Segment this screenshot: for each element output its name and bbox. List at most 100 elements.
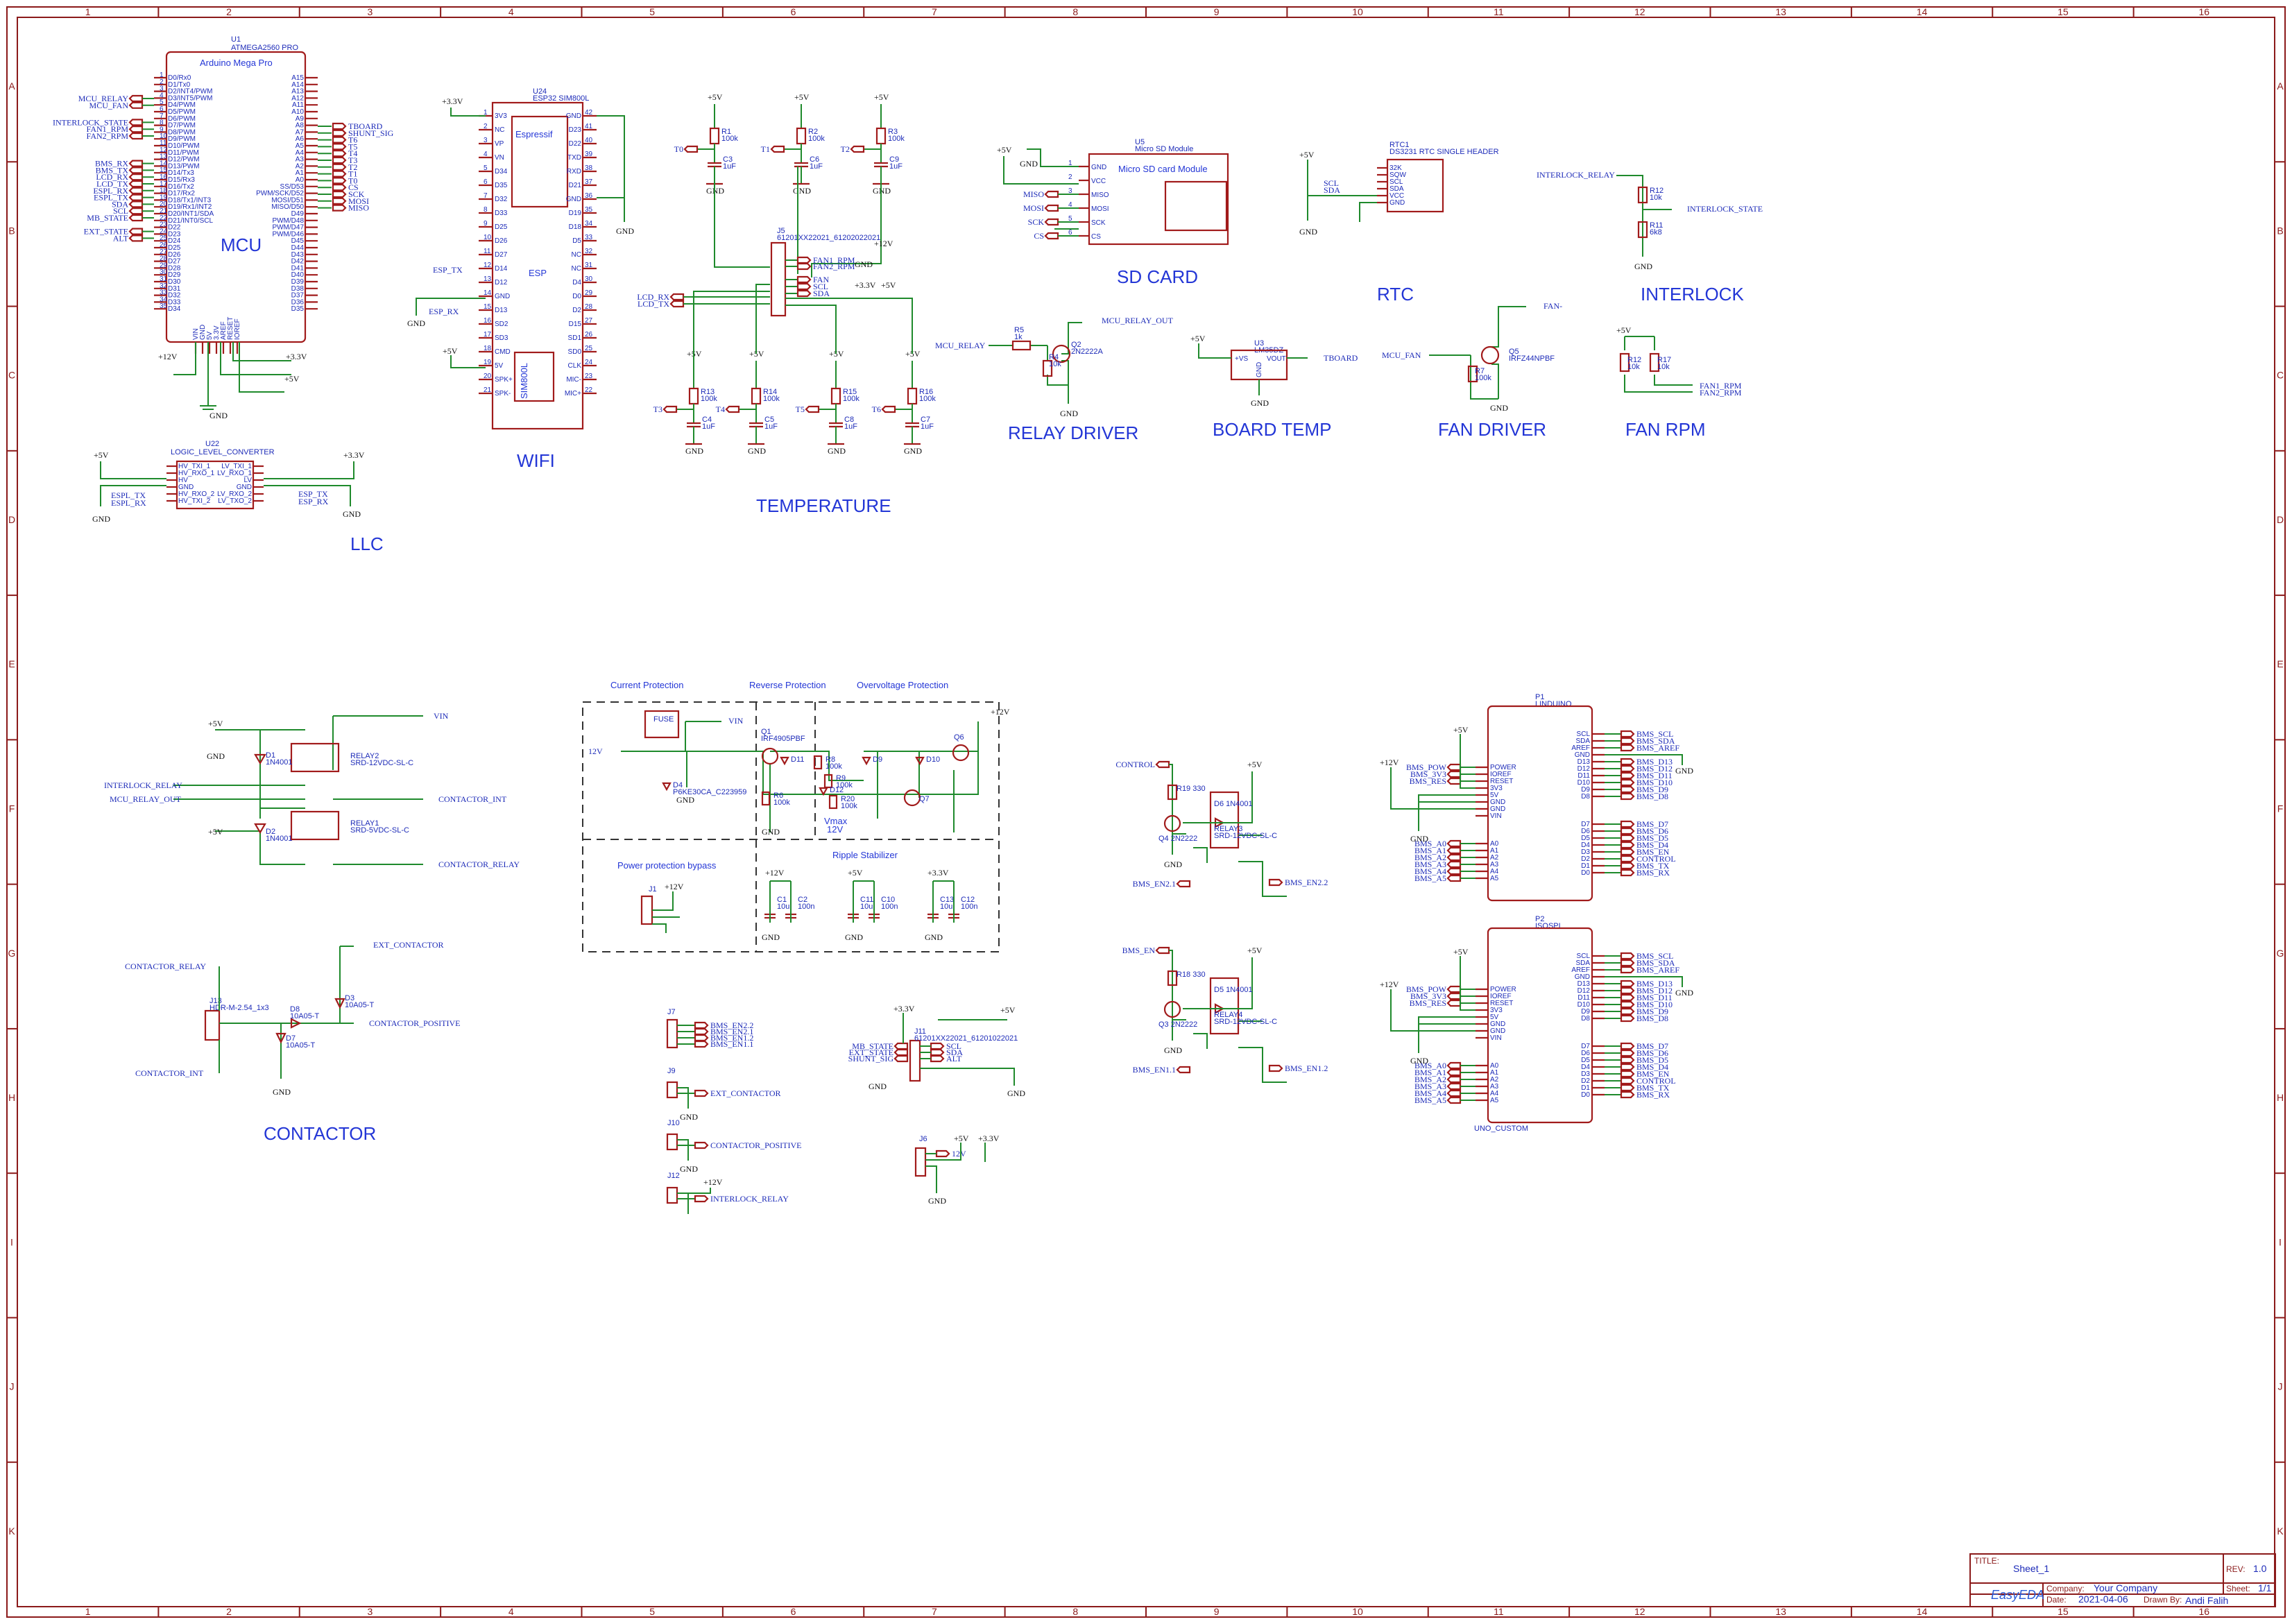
wifi-pin-left[interactable]: SD2	[495, 320, 508, 328]
mcu-net-t2[interactable]: T2	[332, 162, 357, 172]
mcu-pin-bottom[interactable]: RESET	[227, 317, 234, 340]
header-net-left[interactable]: BMS_A5	[1414, 1095, 1462, 1105]
wifi-pin-right[interactable]: MIC+	[565, 390, 581, 398]
header-net-right[interactable]: BMS_RX	[1620, 1090, 1670, 1100]
fan-driver-r7[interactable]	[1467, 365, 1478, 383]
mcu-pin-left[interactable]: D6/PWM	[168, 115, 196, 123]
llc-pin-left[interactable]: HV_RXO_2	[178, 490, 215, 498]
mcu-pin-right[interactable]: A3	[296, 156, 305, 164]
mcu-pin-right[interactable]: A0	[296, 176, 305, 184]
wifi-pin-right[interactable]: SD0	[568, 348, 582, 356]
wifi-pin-left[interactable]: D25	[495, 223, 508, 231]
wifi-pin-right[interactable]: D5	[572, 237, 581, 245]
header-pin-right[interactable]: D4	[1581, 841, 1590, 849]
mcu-pin-right[interactable]: A9	[296, 115, 305, 123]
protection-q6[interactable]	[952, 744, 970, 762]
header-net-left[interactable]: BMS_A2	[1414, 853, 1462, 862]
mcu-pin-left[interactable]: D1/Tx0	[168, 81, 191, 89]
header-net-right[interactable]: BMS_D13	[1620, 757, 1673, 767]
mcu-net-espl-rx[interactable]: ESPL_RX	[93, 186, 144, 196]
header-body[interactable]	[1487, 705, 1593, 902]
connector-net-12v[interactable]: 12V	[935, 1149, 966, 1159]
mcu-pin-right[interactable]: A4	[296, 149, 305, 157]
sd-pin[interactable]: VCC	[1091, 178, 1106, 185]
contactor-relay1[interactable]	[290, 810, 340, 841]
header-net-right[interactable]: BMS_D6	[1620, 1048, 1668, 1058]
wifi-pin-right[interactable]: D15	[569, 320, 582, 328]
header-pin-left[interactable]: GND	[1490, 805, 1505, 813]
temp-net-t2[interactable]: T2	[841, 144, 865, 154]
bms-relay-resistor[interactable]	[1167, 784, 1178, 801]
llc-pin-right[interactable]: LV	[244, 477, 253, 484]
header-net-right[interactable]: BMS_D7	[1620, 819, 1668, 829]
mcu-pin-left[interactable]: D20/INT1/SDA	[168, 210, 214, 218]
header-pin-right[interactable]: GND	[1575, 751, 1590, 759]
mcu-net-t3[interactable]: T3	[332, 155, 357, 165]
wifi-pin-left[interactable]: SD3	[495, 334, 508, 342]
mcu-pin-right[interactable]: A1	[296, 169, 305, 177]
mcu-pin-left[interactable]: D15/Rx3	[168, 176, 195, 184]
bms-relay-out[interactable]: BMS_EN1.2	[1268, 1063, 1328, 1073]
connector-net[interactable]: MB_STATE	[852, 1041, 909, 1051]
wifi-body[interactable]	[491, 101, 584, 430]
wifi-pin-right[interactable]: TXD	[567, 154, 581, 162]
wifi-pin-left[interactable]: D27	[495, 251, 508, 259]
mcu-pin-left[interactable]: D29	[168, 271, 181, 279]
mcu-pin-right[interactable]: D39	[291, 278, 305, 286]
protection-d11[interactable]: D11	[780, 755, 804, 766]
mcu-pin-bottom[interactable]: IOREF	[234, 318, 241, 340]
mcu-net-t0[interactable]: T0	[332, 176, 357, 185]
llc-pin-right[interactable]: LV_RXO_2	[217, 490, 252, 498]
mcu-net-mb-state[interactable]: MB_STATE	[87, 213, 144, 223]
wifi-pin-left[interactable]: D32	[495, 196, 508, 203]
rtc-pin[interactable]: GND	[1389, 199, 1405, 207]
header-pin-left[interactable]: A0	[1490, 840, 1499, 848]
mcu-net-lcd-rx[interactable]: LCD_RX	[96, 172, 144, 182]
header-net-left[interactable]: BMS_A0	[1414, 839, 1462, 848]
wifi-pin-left[interactable]: 5V	[495, 362, 504, 370]
protection-q6[interactable]: Q6	[954, 733, 964, 742]
mcu-pin-right[interactable]: PWM/SCK/D52	[256, 190, 304, 198]
bms-relay-input[interactable]: CONTROL	[1115, 760, 1170, 769]
header-pin-right[interactable]: D1	[1581, 862, 1590, 870]
header-net-left[interactable]: BMS_A1	[1414, 1068, 1462, 1077]
header-pin-right[interactable]: D12	[1577, 765, 1591, 773]
header-pin-left[interactable]: IOREF	[1490, 771, 1512, 778]
header-pin-left[interactable]: 3V3	[1490, 785, 1503, 792]
sd-pin[interactable]: SCK	[1091, 219, 1106, 227]
header-pin-right[interactable]: D1	[1581, 1084, 1590, 1092]
header-net-right[interactable]: BMS_D11	[1620, 993, 1673, 1002]
mcu-net-cs[interactable]: CS	[332, 182, 359, 192]
header-net-left[interactable]: BMS_RES	[1410, 998, 1462, 1008]
header-net-right[interactable]: BMS_SDA	[1620, 736, 1675, 746]
header-pin-left[interactable]: A4	[1490, 868, 1499, 875]
wifi-pin-left[interactable]: D35	[495, 182, 508, 189]
wifi-pin-left[interactable]: D14	[495, 265, 508, 273]
header-pin-right[interactable]: D8	[1581, 1015, 1590, 1023]
wifi-pin-left[interactable]: D12	[495, 279, 508, 287]
header-pin-left[interactable]: A1	[1490, 847, 1499, 855]
header-net-right[interactable]: BMS_D12	[1620, 986, 1673, 995]
header-net-right[interactable]: BMS_TX	[1620, 1083, 1670, 1093]
temp-resistor[interactable]	[875, 127, 887, 145]
mcu-pin-right[interactable]: D38	[291, 285, 305, 293]
wifi-pin-left[interactable]: VP	[495, 140, 504, 148]
mcu-pin-left[interactable]: D30	[168, 278, 181, 286]
contactor-d2[interactable]	[254, 823, 266, 835]
contactor-d3[interactable]	[334, 998, 345, 1009]
mcu-pin-right[interactable]: D40	[291, 271, 305, 279]
mcu-pin-bottom[interactable]: VIN	[192, 328, 200, 340]
header-pin-right[interactable]: D4	[1581, 1063, 1590, 1071]
bms-relay-coil[interactable]	[1209, 791, 1240, 849]
mcu-net-mcu-fan[interactable]: MCU_FAN	[89, 101, 144, 110]
header-pin-left[interactable]: A0	[1490, 1062, 1499, 1070]
header-pin-right[interactable]: D7	[1581, 821, 1590, 828]
header-pin-left[interactable]: GND	[1490, 1027, 1505, 1035]
wifi-pin-left[interactable]: CMD	[495, 348, 511, 356]
mcu-pin-right[interactable]: D37	[291, 292, 305, 300]
header-net-right[interactable]: BMS_D8	[1620, 792, 1668, 801]
mcu-pin-right[interactable]: D35	[291, 305, 305, 313]
connector-net[interactable]: EXT_STATE	[849, 1048, 909, 1057]
mcu-net-t4[interactable]: T4	[332, 148, 357, 158]
